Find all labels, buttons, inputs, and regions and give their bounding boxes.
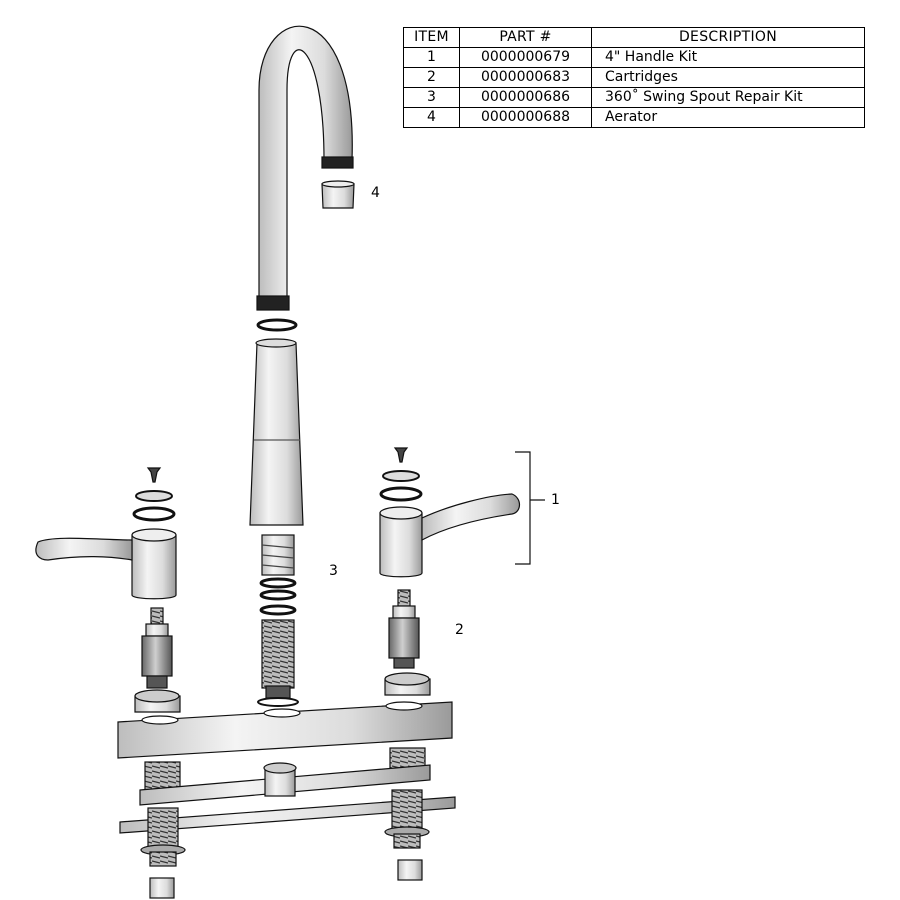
right-cartridge [388, 589, 420, 669]
table-row: 2 0000000683 Cartridges [403, 67, 865, 88]
callout-3: 3 [329, 563, 338, 579]
table-row: 1 0000000679 4" Handle Kit [403, 47, 865, 68]
spout-o-ring [256, 318, 298, 332]
right-handle-assembly [379, 447, 521, 578]
deck-plate [117, 701, 453, 759]
spout [256, 25, 354, 311]
header-description: DESCRIPTION [591, 27, 865, 48]
row-description: 360˚ Swing Spout Repair Kit [591, 87, 865, 108]
row-description: Cartridges [591, 67, 865, 88]
callout-1-bracket [515, 451, 545, 565]
row-item: 4 [403, 107, 460, 128]
parts-table-header: ITEM PART # DESCRIPTION [403, 27, 865, 48]
row-part-number: 0000000683 [459, 67, 592, 88]
row-part-number: 0000000686 [459, 87, 592, 108]
aerator [321, 180, 355, 209]
supply-nuts [149, 859, 423, 899]
parts-table: ITEM PART # DESCRIPTION 1 0000000679 4" … [403, 27, 865, 128]
row-item: 2 [403, 67, 460, 88]
valve-body [119, 747, 456, 867]
table-row: 4 0000000688 Aerator [403, 107, 865, 128]
row-item: 1 [403, 47, 460, 68]
swing-spout-repair-kit [257, 534, 299, 707]
row-part-number: 0000000679 [459, 47, 592, 68]
callout-4: 4 [371, 185, 380, 201]
row-part-number: 0000000688 [459, 107, 592, 128]
callout-2: 2 [455, 622, 464, 638]
row-description: 4" Handle Kit [591, 47, 865, 68]
cartridge-nuts [134, 672, 431, 713]
spout-body [249, 338, 304, 526]
header-part-number: PART # [459, 27, 592, 48]
callout-1: 1 [551, 492, 560, 508]
row-description: Aerator [591, 107, 865, 128]
table-row: 3 0000000686 360˚ Swing Spout Repair Kit [403, 87, 865, 108]
left-handle-assembly [35, 467, 177, 600]
left-cartridge [141, 607, 173, 689]
header-item: ITEM [403, 27, 460, 48]
row-item: 3 [403, 87, 460, 108]
